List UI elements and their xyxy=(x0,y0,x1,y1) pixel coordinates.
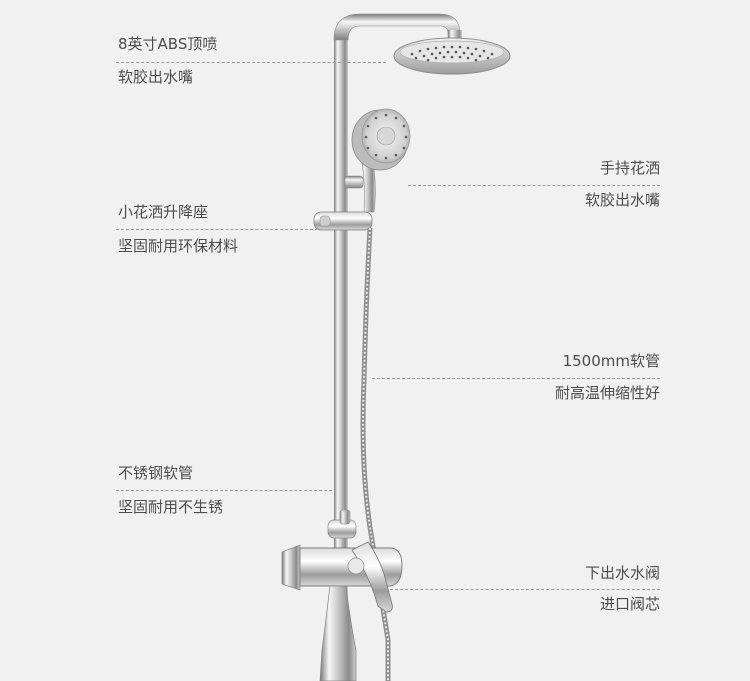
bath-spout xyxy=(319,585,357,681)
leader-line-hand-shower xyxy=(408,185,660,186)
leader-line-hose xyxy=(372,378,660,379)
label-steel-pipe-subtitle: 坚固耐用不生锈 xyxy=(118,498,224,516)
top-shower-head xyxy=(393,37,511,75)
diverter xyxy=(327,509,357,539)
label-top-shower-title: 8英寸ABS顶喷 xyxy=(118,35,218,53)
mixer-valve xyxy=(281,541,403,613)
label-top-shower-subtitle: 软胶出水嘴 xyxy=(118,68,194,86)
label-slide-bracket-subtitle: 坚固耐用环保材料 xyxy=(118,237,239,255)
leader-line-valve xyxy=(390,589,660,590)
label-hand-shower-subtitle: 软胶出水嘴 xyxy=(584,191,660,209)
label-valve-title: 下出水水阀 xyxy=(584,564,660,582)
hand-shower xyxy=(344,108,411,213)
leader-line-slide-bracket xyxy=(116,229,318,230)
slide-bracket xyxy=(313,211,373,231)
label-hose-subtitle: 耐高温伸缩性好 xyxy=(554,384,660,402)
label-valve-subtitle: 进口阀芯 xyxy=(599,595,660,613)
label-steel-pipe-title: 不锈钢软管 xyxy=(118,464,194,482)
leader-line-top-shower xyxy=(116,62,386,63)
flexible-hose xyxy=(360,227,391,681)
label-hand-shower-title: 手持花洒 xyxy=(599,159,660,177)
label-slide-bracket-title: 小花洒升降座 xyxy=(118,203,209,221)
label-hose-title: 1500mm软管 xyxy=(562,352,660,370)
leader-line-steel-pipe xyxy=(116,490,332,491)
